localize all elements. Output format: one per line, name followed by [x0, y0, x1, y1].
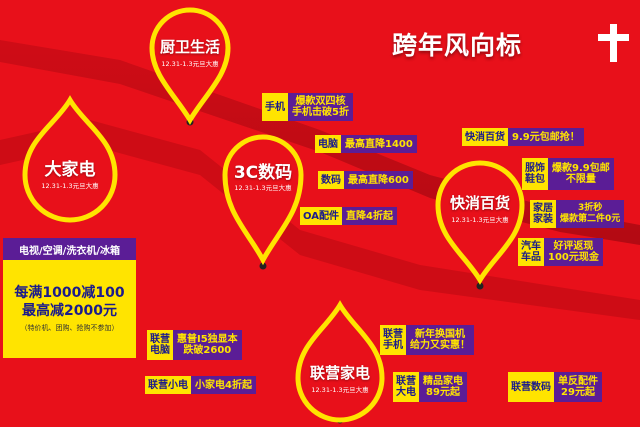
tag-union-phone[interactable]: 联营 手机 新年换国机 给力又实惠！ — [380, 325, 474, 355]
tag-car-key-1: 汽车 — [521, 241, 541, 252]
tag-union-pc-value-2: 跌破2600 — [183, 345, 232, 356]
tag-union-big-value-2: 89元起 — [426, 387, 460, 398]
tag-phone[interactable]: 手机 爆款双四核 手机击破5折 — [262, 93, 353, 121]
pin-fmcg-title[interactable]: 快消百货 — [449, 194, 510, 212]
tag-home-key: 家居 家装 — [530, 200, 556, 228]
tag-phone-key: 手机 — [262, 93, 288, 121]
pin-fmcg-sub: 12.31-1.3元旦大惠 — [451, 216, 509, 224]
tag-union-digital-value-2: 29元起 — [561, 387, 595, 398]
pin-appliance-sub: 12.31-1.3元旦大惠 — [41, 182, 99, 190]
tag-car-key-2: 车品 — [521, 252, 541, 263]
tag-union-digital-value: 单反配件 29元起 — [554, 372, 602, 402]
tag-phone-value-2: 手机击破5折 — [292, 107, 349, 118]
tag-union-digital-value-1: 单反配件 — [558, 376, 598, 387]
tag-union-digital-key: 联营数码 — [508, 372, 554, 402]
tag-oa-value: 直降4折起 — [341, 207, 397, 225]
tag-union-phone-key-1: 联营 — [383, 329, 403, 340]
tag-computer[interactable]: 电脑 最高直降1400 — [315, 135, 417, 153]
pin-union — [295, 300, 385, 423]
tag-car[interactable]: 汽车 车品 好评返现 100元现金 — [518, 238, 603, 266]
tag-union-pc-key-1: 联营 — [150, 334, 170, 345]
tag-union-big-key: 联营 大电 — [393, 372, 419, 402]
tag-union-pc-value: 惠普I5独显本 跌破2600 — [173, 330, 242, 360]
tag-union-pc-value-1: 惠普I5独显本 — [177, 334, 238, 345]
tag-car-key: 汽车 车品 — [518, 238, 544, 266]
tag-car-value-1: 好评返现 — [553, 241, 594, 252]
tag-clothing-value-2: 不限量 — [565, 174, 596, 185]
cross-icon-bar — [598, 34, 629, 41]
tag-union-digital[interactable]: 联营数码 单反配件 29元起 — [508, 372, 602, 402]
tag-union-big-value: 精品家电 89元起 — [419, 372, 467, 402]
tag-union-phone-value-1: 新年换国机 — [415, 329, 465, 340]
pin-digital — [222, 134, 304, 266]
appliance-promo-line2: 最高减2000元 — [22, 303, 117, 319]
tag-computer-value: 最高直降1400 — [341, 135, 417, 153]
tag-union-phone-value-2: 给力又实惠！ — [410, 340, 470, 351]
pin-kitchen-title[interactable]: 厨卫生活 — [159, 38, 220, 56]
tag-car-value-2: 100元现金 — [548, 252, 599, 263]
tag-home[interactable]: 家居 家装 3折秒 爆款第二件0元 — [530, 200, 625, 228]
tag-union-big-key-2: 大电 — [396, 387, 416, 398]
tag-oa-key: OA配件 — [300, 207, 342, 225]
tag-clothing-key-2: 鞋包 — [525, 174, 545, 185]
appliance-categories: 电视/空调/洗衣机/冰箱 — [3, 238, 136, 260]
tag-union-phone-value: 新年换国机 给力又实惠！ — [406, 325, 474, 355]
tag-union-pc-key-2: 电脑 — [150, 345, 170, 356]
tag-home-value: 3折秒 爆款第二件0元 — [556, 200, 625, 228]
tag-home-key-1: 家居 — [533, 203, 553, 214]
tag-camera-value: 最高直降600 — [344, 171, 413, 189]
tag-home-key-2: 家装 — [533, 214, 553, 225]
pin-fmcg — [435, 160, 525, 285]
tag-union-small-key: 联营小电 — [145, 376, 191, 394]
tag-union-big[interactable]: 联营 大电 精品家电 89元起 — [393, 372, 467, 402]
pin-digital-title[interactable]: 3C数码 — [233, 163, 293, 183]
tag-union-pc-key: 联营 电脑 — [147, 330, 173, 360]
tag-phone-value-1: 爆款双四核 — [295, 96, 346, 107]
pin-union-title[interactable]: 联营家电 — [309, 364, 370, 382]
tag-union-pc[interactable]: 联营 电脑 惠普I5独显本 跌破2600 — [147, 330, 242, 360]
tag-union-big-value-1: 精品家电 — [423, 376, 463, 387]
tag-oa[interactable]: OA配件 直降4折起 — [300, 207, 397, 225]
appliance-note: （特价机、团购、抢购不参加） — [20, 324, 119, 332]
tag-fmcg-key: 快消百货 — [462, 128, 508, 146]
tag-clothing[interactable]: 服饰 鞋包 爆款9.9包邮 不限量 — [522, 158, 614, 190]
tag-clothing-key: 服饰 鞋包 — [522, 158, 548, 190]
tag-union-small-value: 小家电4折起 — [191, 376, 256, 394]
tag-fmcg[interactable]: 快消百货 9.9元包邮抢！ — [462, 128, 584, 146]
tag-camera[interactable]: 数码 最高直降600 — [318, 171, 413, 189]
tag-clothing-value-1: 爆款9.9包邮 — [552, 163, 610, 174]
tag-union-phone-key: 联营 手机 — [380, 325, 406, 355]
page-title: 跨年风向标 — [392, 31, 523, 60]
tag-clothing-key-1: 服饰 — [525, 163, 545, 174]
tag-home-value-1: 3折秒 — [578, 203, 603, 213]
tag-union-small[interactable]: 联营小电 小家电4折起 — [145, 376, 256, 394]
tag-union-big-key-1: 联营 — [396, 376, 416, 387]
tag-union-phone-key-2: 手机 — [383, 340, 403, 351]
pin-union-sub: 12.31-1.3元旦大惠 — [311, 386, 369, 394]
tag-fmcg-value: 9.9元包邮抢！ — [508, 128, 584, 146]
appliance-promo-line1: 每满1000减100 — [14, 285, 125, 301]
tag-clothing-value: 爆款9.9包邮 不限量 — [548, 158, 614, 190]
pin-appliance-title[interactable]: 大家电 — [44, 160, 96, 180]
pin-appliance — [22, 95, 118, 223]
pin-kitchen-sub: 12.31-1.3元旦大惠 — [161, 60, 219, 68]
pin-digital-sub: 12.31-1.3元旦大惠 — [234, 184, 292, 192]
tag-car-value: 好评返现 100元现金 — [544, 238, 603, 266]
tag-camera-key: 数码 — [318, 171, 344, 189]
tag-home-value-2: 爆款第二件0元 — [560, 214, 621, 224]
cross-icon — [610, 24, 617, 62]
pin-kitchen — [149, 7, 231, 125]
tag-computer-key: 电脑 — [315, 135, 341, 153]
tag-phone-value: 爆款双四核 手机击破5折 — [288, 93, 353, 121]
